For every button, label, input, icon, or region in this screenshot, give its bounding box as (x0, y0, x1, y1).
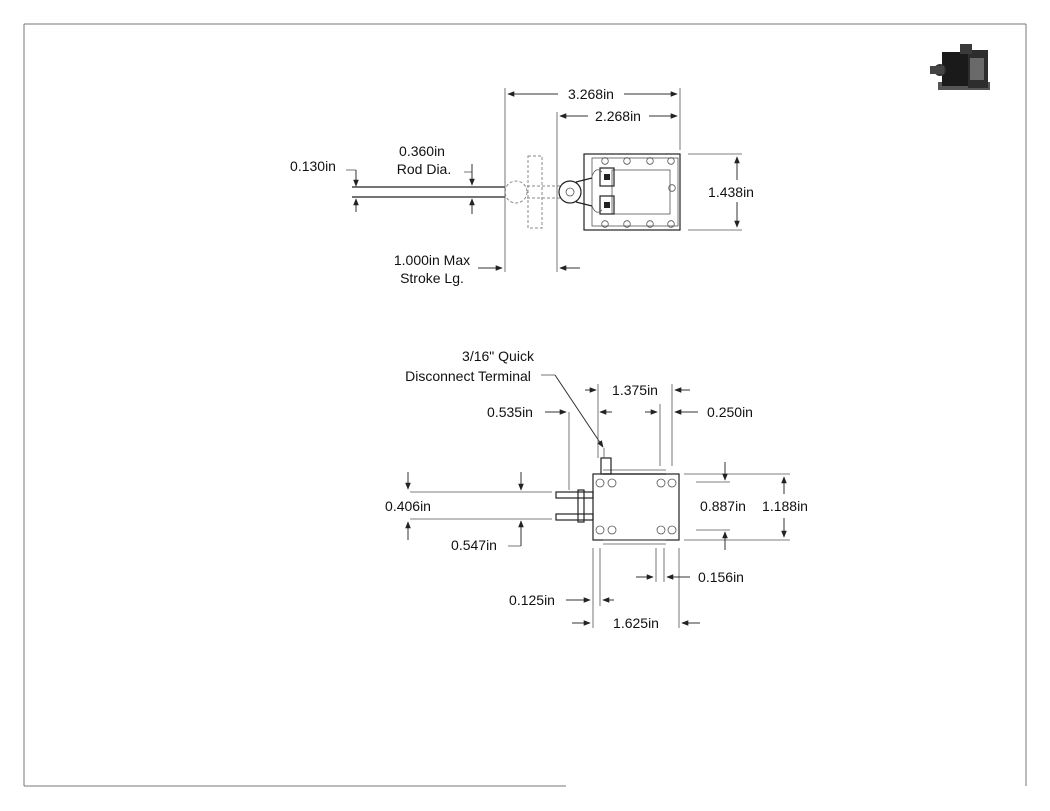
dim-0547: 0.547in (451, 537, 497, 553)
sheet-border (23, 23, 1027, 787)
dim-0250: 0.250in (707, 404, 753, 420)
dim-1188: 1.188in (762, 498, 808, 514)
top-body-holes (601, 157, 676, 228)
dim-1625: 1.625in (613, 615, 659, 631)
dim-stroke-text: Stroke Lg. (400, 270, 464, 286)
side-body (592, 473, 680, 541)
top-view-dimensions: 3.268in 2.268in 1.438in 0.130in 0.360in … (290, 86, 754, 286)
top-body-window (611, 169, 671, 215)
terminal-label-line1: 3/16" Quick (462, 348, 535, 364)
plunger-plate-bottom (555, 513, 594, 521)
side-body-holes (595, 478, 677, 535)
terminal-label-line2: Disconnect Terminal (405, 368, 531, 384)
extended-plunger-ghost (504, 155, 560, 229)
top-view (352, 153, 681, 231)
quick-disconnect-terminal (600, 457, 612, 475)
side-view (555, 448, 680, 545)
dim-0125: 0.125in (509, 592, 555, 608)
dim-rod-dia-value: 0.360in (399, 143, 445, 159)
dim-1375: 1.375in (612, 382, 658, 398)
dim-0156: 0.156in (698, 569, 744, 585)
dim-0535: 0.535in (487, 404, 533, 420)
dim-rod-offset: 0.130in (290, 158, 336, 174)
top-body-frame (583, 153, 681, 231)
dim-0406: 0.406in (385, 498, 431, 514)
side-view-dimensions: 3/16" Quick Disconnect Terminal 1.375in … (385, 348, 808, 631)
solenoid-3d-icon (930, 44, 990, 90)
dim-stroke-value: 1.000in Max (394, 252, 470, 268)
dim-rod-dia-text: Rod Dia. (397, 161, 451, 177)
dim-overall-length: 3.268in (568, 86, 614, 102)
dim-height: 1.438in (708, 184, 754, 200)
plunger-head (558, 180, 582, 204)
dim-0887: 0.887in (700, 498, 746, 514)
plunger-plate-top (555, 491, 594, 499)
dim-body-length: 2.268in (595, 108, 641, 124)
